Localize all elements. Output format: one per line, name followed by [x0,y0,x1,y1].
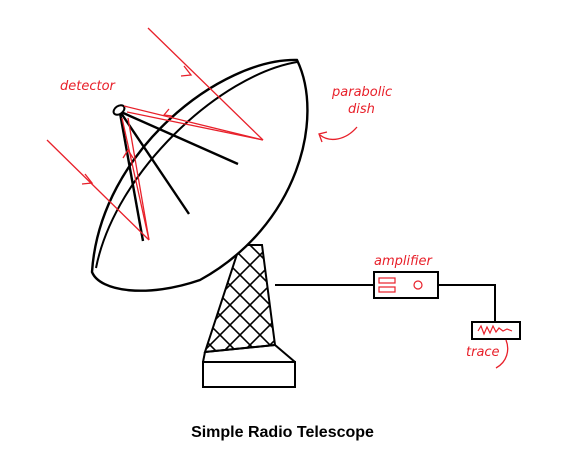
parabolic-dish [90,58,309,292]
tower-base [202,361,296,388]
trace-pointer-arrow [495,339,509,369]
diagram-caption: Simple Radio Telescope [191,424,374,441]
detector-label: detector [60,79,117,94]
signal-rays [46,27,264,241]
amplifier-box [373,271,439,299]
dish-label-line1: parabolic [331,85,392,100]
amplifier-label: amplifier [374,254,434,269]
feed-struts [118,110,239,242]
trace-recorder [471,321,521,340]
detector-icon [112,104,126,116]
dish-label-line2: dish [348,102,375,117]
trace-label: trace [466,345,500,360]
dish-pointer-arrow [319,126,358,141]
output-cable [438,284,496,322]
